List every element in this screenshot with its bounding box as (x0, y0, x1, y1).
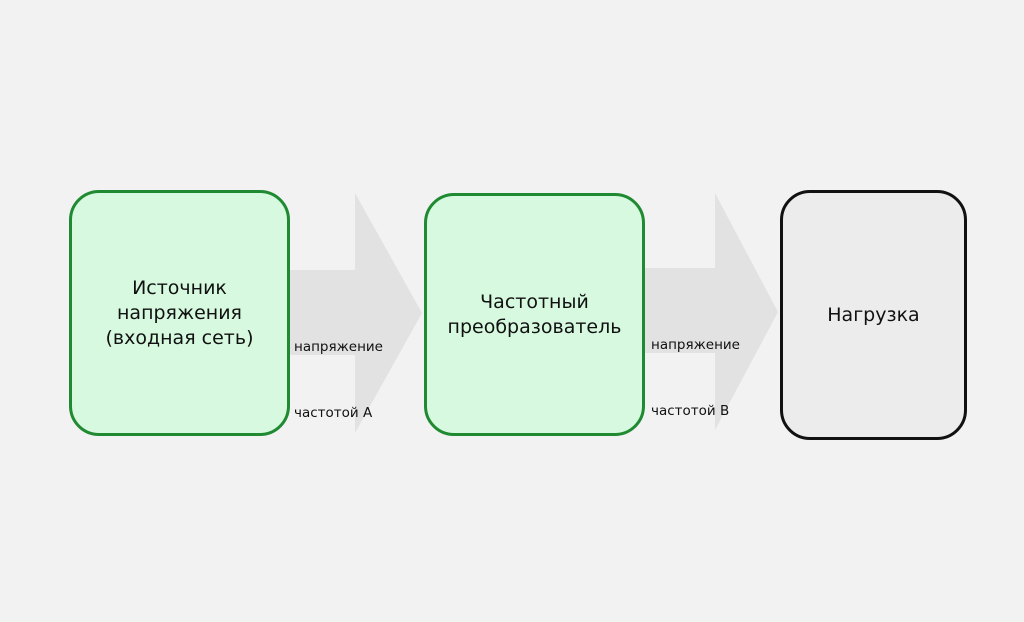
edge-label-line: частотой В (651, 403, 730, 419)
node-label-line: Нагрузка (827, 303, 920, 326)
arrow-source-to-converter (286, 193, 422, 433)
edge-label-line: частотой А (294, 405, 373, 421)
node-label-line: Частотный (480, 290, 589, 313)
node-load: Нагрузка (780, 190, 967, 440)
node-label-line: напряжения (117, 301, 242, 324)
node-label-line: преобразователь (447, 315, 622, 338)
arrow-converter-to-load (642, 193, 778, 430)
node-label-line: (входная сеть) (105, 326, 254, 349)
edge-label-line: напряжение (651, 337, 740, 353)
edge-label-line: напряжение (294, 339, 383, 355)
edge-label-b: напряжение частотой В (651, 290, 740, 444)
node-label-line: Источник (132, 276, 227, 299)
edge-label-a: напряжение частотой А (294, 292, 383, 446)
